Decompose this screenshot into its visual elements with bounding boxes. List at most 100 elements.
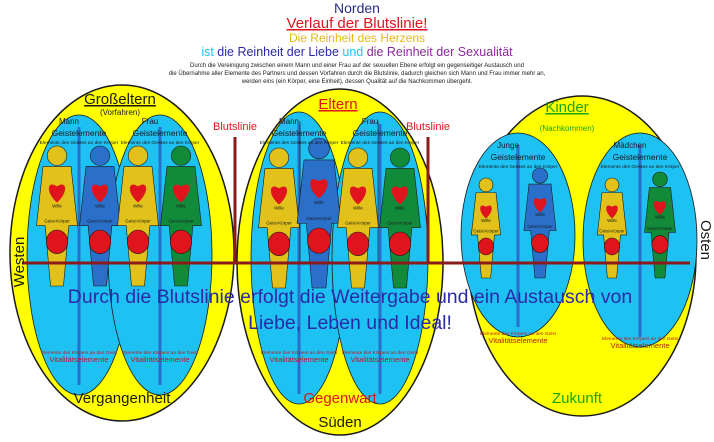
figure-head xyxy=(478,177,494,193)
will-label: Wille xyxy=(607,218,617,223)
mind-body-label: Geist-Körper xyxy=(599,229,625,234)
mind-body-label: Geist-Körper xyxy=(44,218,70,223)
will-label: Wille xyxy=(395,205,405,210)
vital-elements-label: Vitalitätselemente xyxy=(269,355,328,364)
figure-role-label: Mann xyxy=(279,117,299,126)
tagline-part4: die Reinheit der Sexualität xyxy=(363,45,513,59)
figure-body xyxy=(379,168,421,289)
mind-to-body-label: Elemente des Geistes an den Körper xyxy=(479,164,558,170)
mind-body-label: Geist-Körper xyxy=(266,220,292,225)
will-label: Wille xyxy=(655,214,665,219)
group-title-2: Eltern xyxy=(318,96,357,113)
east-label: Osten xyxy=(697,220,714,260)
core-oval xyxy=(604,237,620,256)
tagline-part1: ist xyxy=(201,45,214,59)
mind-elements-label: Geistelemente xyxy=(353,128,408,138)
core-oval xyxy=(651,235,669,254)
group-title-3: Kinder xyxy=(545,99,588,116)
figure-body xyxy=(258,168,300,289)
figure-head xyxy=(128,145,148,166)
main-title: Verlauf der Blutslinie! xyxy=(287,15,428,32)
mind-to-body-label: Elemente des Geistes an den Körper xyxy=(260,140,339,146)
will-label: Wille xyxy=(95,203,105,208)
figure-head xyxy=(532,167,548,184)
main-message-line-2: Liebe, Leben und Ideal! xyxy=(248,312,452,334)
core-oval xyxy=(126,229,150,254)
group-title-1: Großeltern xyxy=(84,91,156,108)
figure-head xyxy=(308,137,330,160)
mind-body-label: Geist-Körper xyxy=(387,220,413,225)
description-line-2: die Übernahme aller Elemente des Partner… xyxy=(169,70,546,77)
figure-role-label: Frau xyxy=(362,117,378,126)
mind-body-label: Geist-Körper xyxy=(168,218,194,223)
figure-body xyxy=(471,192,501,279)
tagline: ist die Reinheit der Liebe und die Reinh… xyxy=(201,45,513,59)
figure-head xyxy=(47,145,67,166)
figure-role-label: Frau xyxy=(142,117,158,126)
subtitle: Die Reinheit des Herzens xyxy=(289,31,425,45)
will-label: Wille xyxy=(353,205,363,210)
group-time-label-3: Zukunft xyxy=(552,390,603,407)
bloodline-label: Blutslinie xyxy=(406,121,450,133)
mind-elements-label: Geistelemente xyxy=(613,152,668,162)
bloodline-connectors: Blutslinie Blutslinie xyxy=(213,121,450,263)
group-subtitle-3: (Nachkommen) xyxy=(540,124,595,133)
figure-body xyxy=(644,187,676,279)
tagline-part2: die Reinheit der Liebe xyxy=(214,45,343,59)
core-oval xyxy=(267,231,291,256)
will-label: Wille xyxy=(535,212,545,217)
mind-elements-label: Geistelemente xyxy=(491,152,546,162)
mind-body-label: Geist-Körper xyxy=(125,218,151,223)
body-to-mind-label: Elemente des Körpers an den Geist xyxy=(602,336,679,342)
vital-elements-label: Vitalitätselemente xyxy=(130,355,189,364)
figure-head xyxy=(269,147,289,168)
figure-mother-2: Geist-Körper Wille xyxy=(379,147,421,289)
figure-role-label: Junge xyxy=(497,141,519,150)
body-to-mind-label: Elemente des Körpers an den Geist xyxy=(342,350,419,356)
figure-head xyxy=(604,177,620,193)
group-subtitle-1: (Vorfahren) xyxy=(100,108,140,117)
mind-body-label: Geist-Körper xyxy=(647,226,673,231)
core-oval xyxy=(478,237,494,256)
mind-elements-label: Geistelemente xyxy=(52,128,107,138)
vital-elements-label: Vitalitätselemente xyxy=(610,341,669,350)
figure-body xyxy=(337,168,379,289)
vital-elements-label: Vitalitätselemente xyxy=(49,355,108,364)
mind-body-label: Geist-Körper xyxy=(345,220,371,225)
figure-head xyxy=(348,147,368,168)
figure-body xyxy=(160,166,202,287)
tagline-part3: und xyxy=(342,45,363,59)
figure-girl-1: Geist-Körper Wille xyxy=(597,177,627,279)
bloodline-label: Blutslinie xyxy=(213,121,257,133)
mind-body-label: Geist-Körper xyxy=(527,224,553,229)
will-label: Wille xyxy=(176,203,186,208)
core-oval xyxy=(88,229,112,254)
body-to-mind-label: Elemente des Körpers an den Geist xyxy=(41,350,118,356)
mind-to-body-label: Elemente des Geistes an den Körper xyxy=(341,140,420,146)
north-label: Norden xyxy=(334,0,380,16)
mind-body-label: Geist-Körper xyxy=(306,216,332,221)
description-line-1: Durch die Vereinigung zwischen einem Man… xyxy=(190,63,524,69)
figure-father-2: Geist-Körper Wille xyxy=(337,147,379,289)
core-oval xyxy=(531,233,549,253)
figure-body xyxy=(296,159,342,289)
mind-to-body-label: Elemente des Geistes an den Körper xyxy=(121,140,200,146)
figure-body xyxy=(523,183,557,279)
body-to-mind-label: Elemente des Körpers an den Geist xyxy=(480,331,557,337)
figure-boy-2: Geist-Körper Wille xyxy=(523,167,557,279)
core-oval xyxy=(169,229,193,254)
main-message-line-1: Durch die Blutslinie erfolgt die Weiterg… xyxy=(68,286,632,308)
core-oval xyxy=(388,231,412,256)
figure-head xyxy=(90,145,110,166)
description-line-3: werden eins (ein Körper, eine Einheit), … xyxy=(241,79,473,85)
will-label: Wille xyxy=(52,203,62,208)
west-label: Westen xyxy=(11,237,28,288)
figure-grandfather-1: Geist-Körper Wille xyxy=(36,145,78,287)
